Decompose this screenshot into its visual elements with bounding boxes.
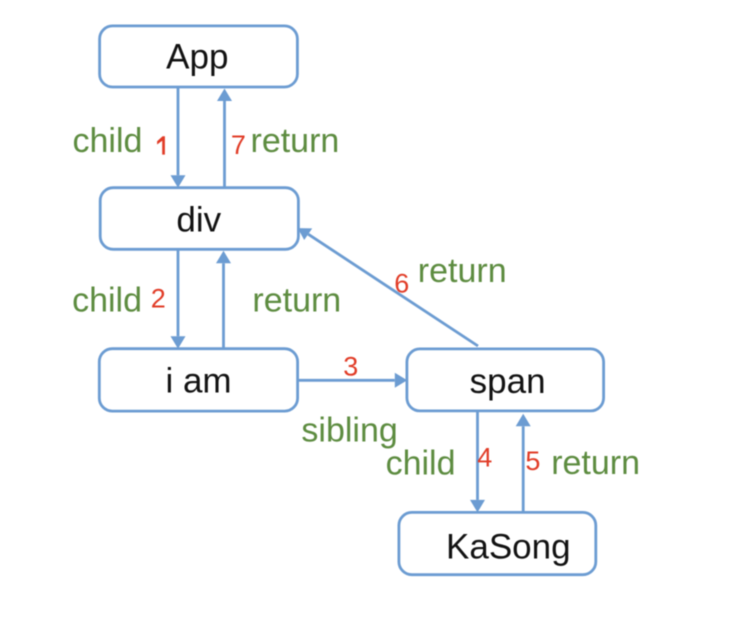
svg-text:return: return	[252, 281, 341, 319]
svg-text:6: 6	[394, 268, 409, 298]
svg-text:child: child	[386, 444, 456, 482]
svg-text:2: 2	[151, 283, 166, 313]
svg-text:div: div	[176, 201, 221, 240]
svg-text:return: return	[551, 444, 640, 482]
svg-text:3: 3	[343, 351, 358, 381]
svg-text:return: return	[418, 252, 507, 290]
svg-text:4: 4	[477, 443, 492, 473]
svg-text:span: span	[470, 362, 546, 401]
svg-text:i am: i am	[165, 362, 231, 401]
svg-text:child: child	[73, 122, 143, 160]
svg-text:sibling: sibling	[301, 411, 397, 449]
svg-text:App: App	[166, 37, 228, 76]
svg-text:7: 7	[231, 130, 246, 160]
svg-text:5: 5	[525, 446, 540, 476]
svg-text:child: child	[72, 281, 142, 319]
svg-text:return: return	[251, 122, 340, 160]
svg-text:KaSong: KaSong	[446, 527, 571, 566]
